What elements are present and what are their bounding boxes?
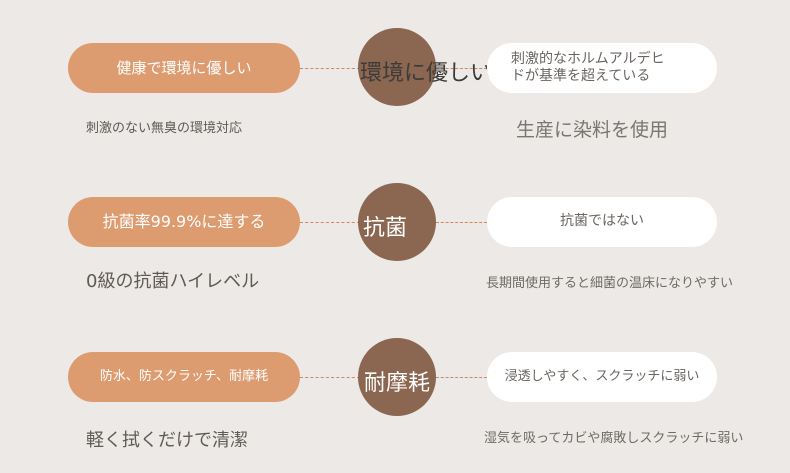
center-label-antibacterial: 抗菌 (362, 216, 407, 241)
connector-right (436, 68, 487, 69)
right-pill-antibacterial: 抗菌ではない (487, 197, 717, 247)
right-sub-eco: 生産に染料を使用 (516, 119, 669, 141)
left-sub-eco: 刺激のない無臭の環境対応 (86, 121, 243, 136)
right-pill-wear-resistance: 浸透しやすく、スクラッチに弱い (487, 352, 717, 402)
center-label-eco: 環境に優しい (360, 61, 493, 86)
center-label-wear-resistance: 耐摩耗 (363, 371, 430, 396)
right-sub-antibacterial: 長期間使用すると細菌の温床になりやすい (486, 276, 734, 291)
connector-right (436, 222, 487, 223)
comparison-row-eco: 健康で環境に優しい 環境に優しい 刺激的なホルムアルデヒ ドが基準を超えている … (0, 0, 790, 141)
connector-left (300, 377, 360, 378)
connector-right (436, 377, 487, 378)
center-circle-antibacterial (358, 183, 436, 261)
right-pill-eco-line1: 刺激的なホルムアルデヒ (511, 50, 665, 67)
left-pill-wear-resistance: 防水、防スクラッチ、耐摩耗 (68, 352, 300, 402)
right-sub-wear-resistance: 湿気を吸ってカビや腐敗しスクラッチに弱い (484, 431, 744, 446)
comparison-row-wear-resistance: 防水、防スクラッチ、耐摩耗 耐摩耗 浸透しやすく、スクラッチに弱い 軽く拭くだけ… (0, 300, 790, 451)
connector-left (300, 68, 360, 69)
left-pill-eco: 健康で環境に優しい (68, 43, 300, 93)
connector-left (300, 222, 360, 223)
right-pill-eco: 刺激的なホルムアルデヒ ドが基準を超えている (487, 43, 717, 93)
left-sub-wear-resistance: 軽く拭くだけで清潔 (86, 430, 248, 451)
center-circle-wear-resistance (358, 338, 436, 416)
right-pill-eco-line2: ドが基準を超えている (511, 68, 651, 84)
left-pill-antibacterial: 抗菌率99.9%に達する (68, 197, 300, 247)
left-sub-antibacterial: 0級の抗菌ハイレベル (86, 271, 260, 292)
comparison-row-antibacterial: 抗菌率99.9%に達する 抗菌 抗菌ではない 0級の抗菌ハイレベル 長期間使用す… (0, 150, 790, 292)
center-circle-eco (358, 28, 436, 106)
